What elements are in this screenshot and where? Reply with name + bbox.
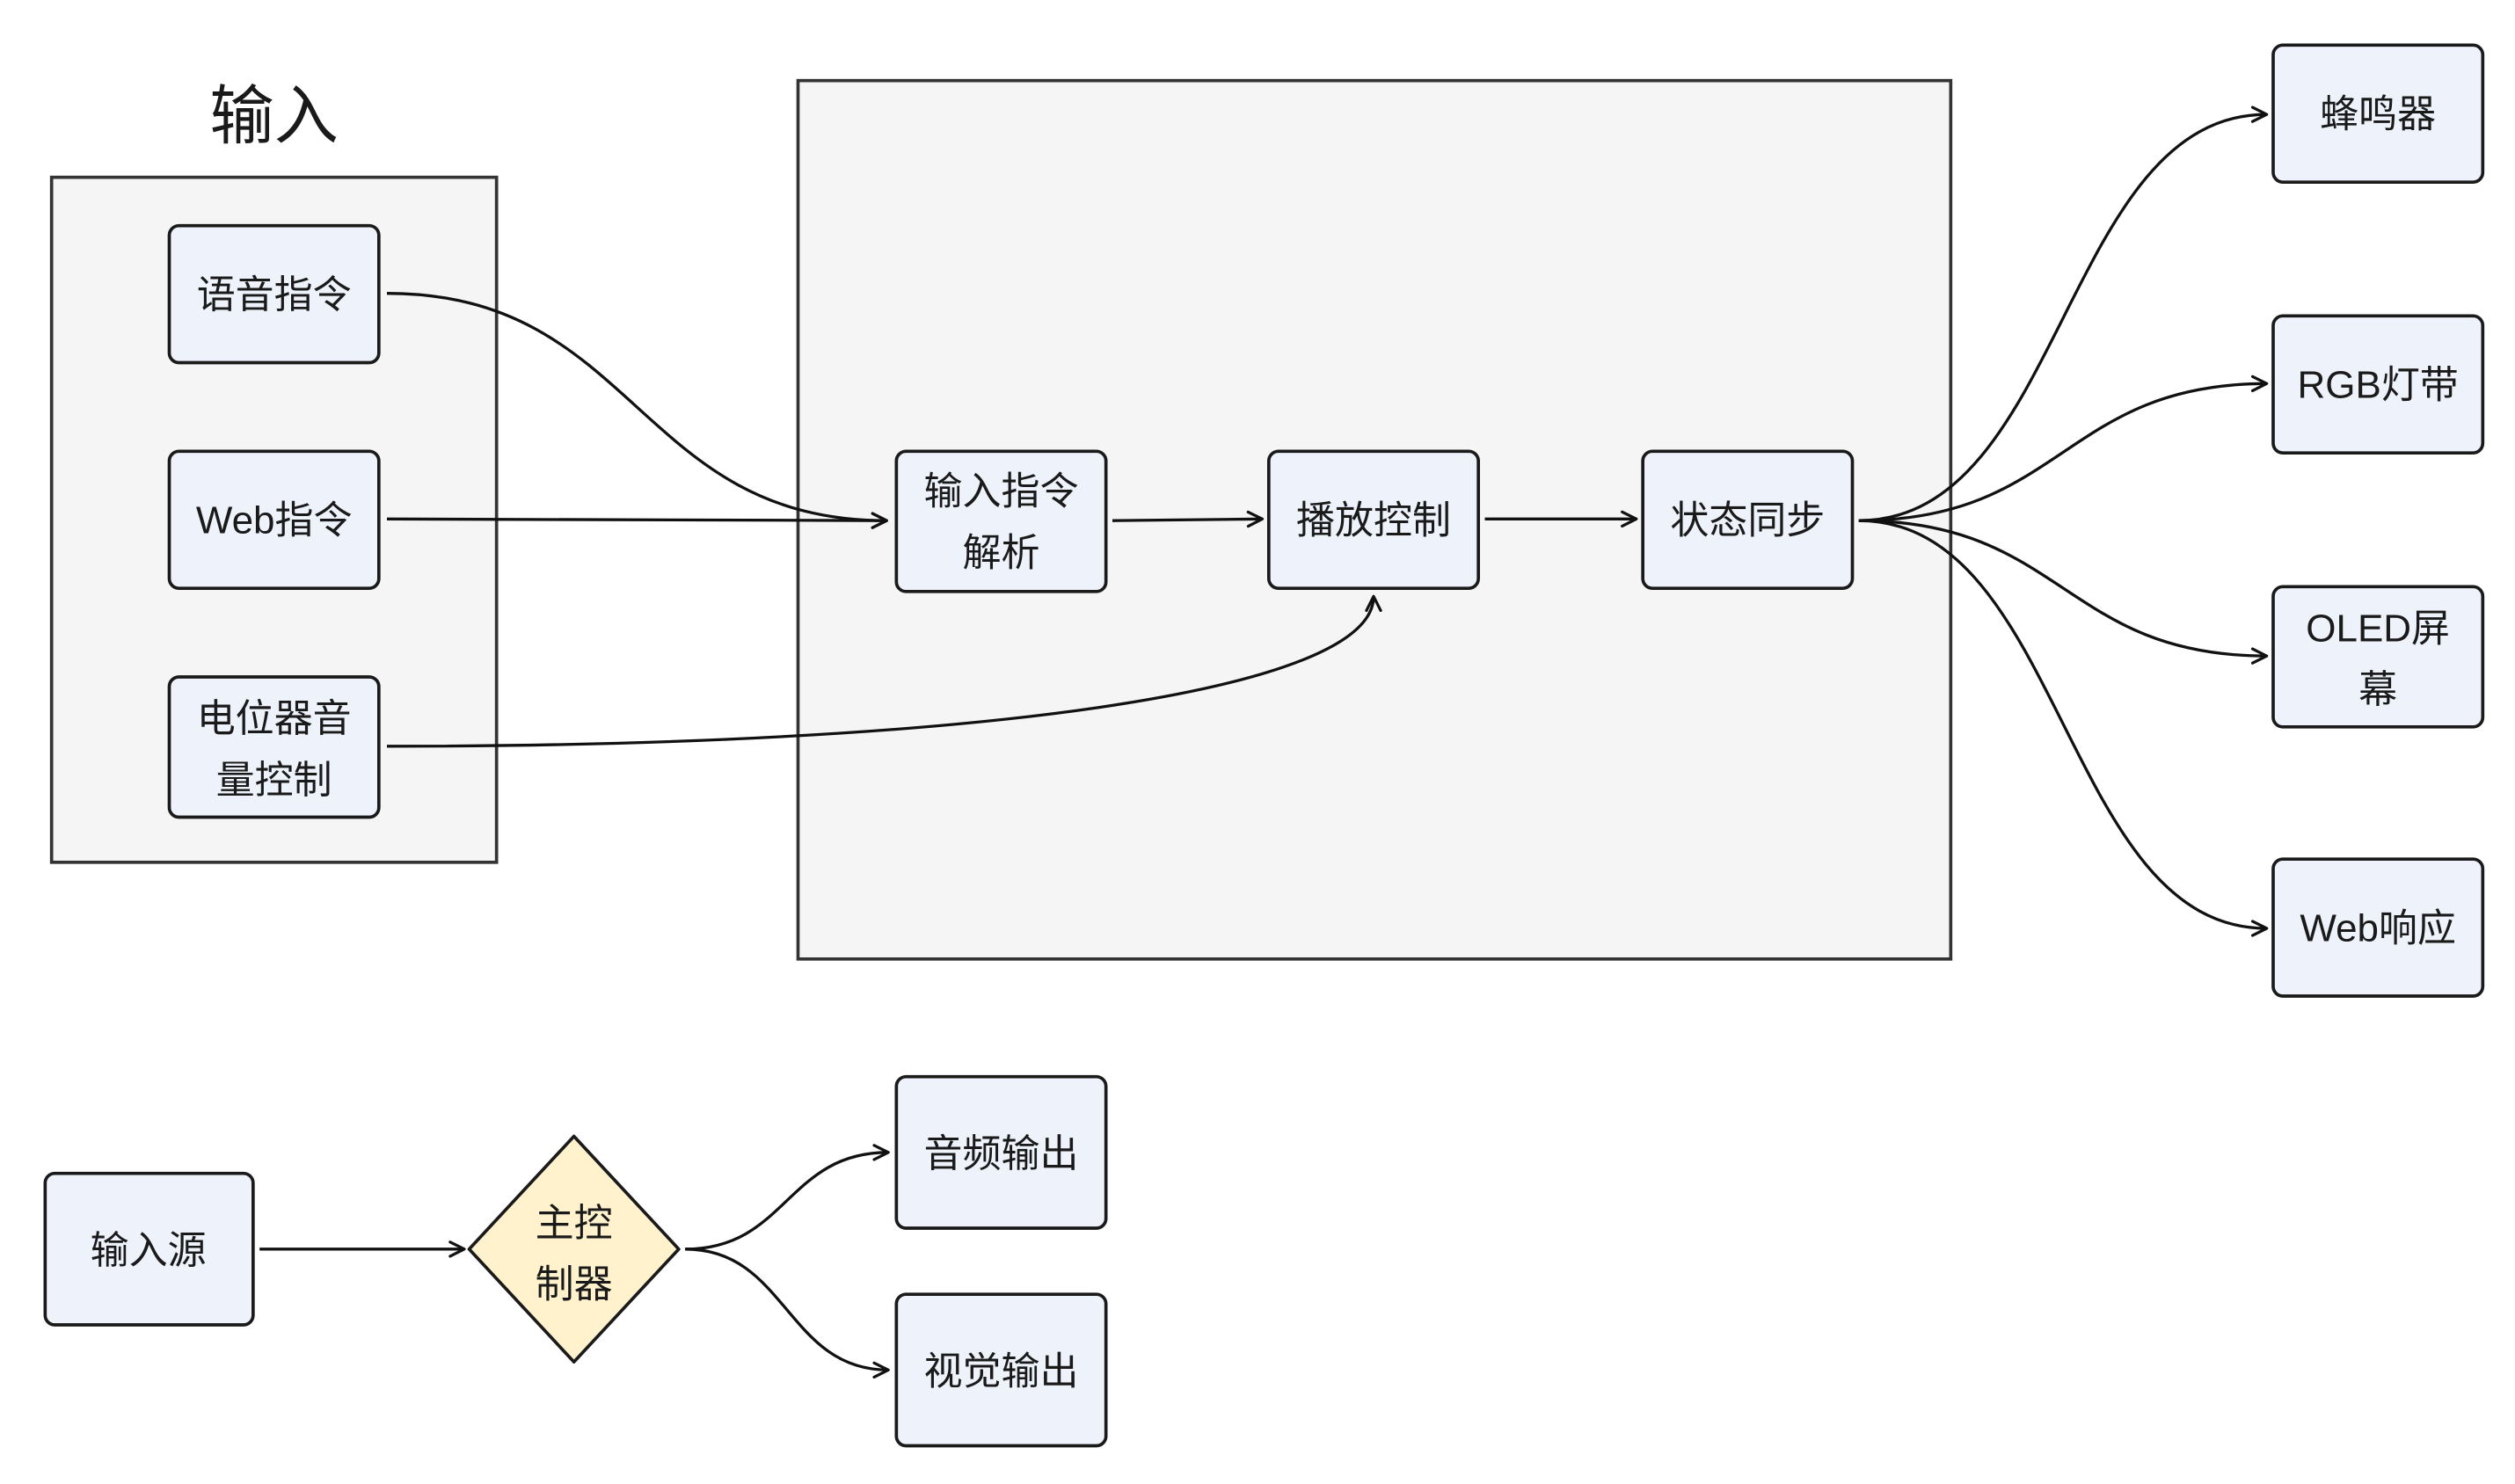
node-oled-screen: OLED屏 幕: [2271, 585, 2485, 729]
legend-main-controller-label-line2: 制器: [536, 1263, 613, 1306]
edge-web-to-parse: [386, 512, 888, 529]
edge-sync-to-buzzer: [1858, 105, 2269, 522]
node-input-parse-label-line1: 输入指令: [924, 470, 1079, 513]
legend-visual-output-box: [894, 1292, 1108, 1448]
legend-audio-output-label: 音频输出: [924, 1132, 1079, 1175]
legend-visual-output: 视觉输出: [894, 1292, 1108, 1448]
legend-audio-output-box: [894, 1074, 1108, 1230]
node-web-response: Web响应: [2271, 857, 2485, 998]
node-state-sync-label: 状态同步: [1670, 499, 1825, 542]
node-playback-control: 播放控制: [1266, 449, 1480, 590]
node-oled-screen-box: [2271, 585, 2485, 729]
node-state-sync: 状态同步: [1641, 449, 1855, 590]
node-potentiometer-volume-box: [167, 675, 381, 819]
node-state-sync-box: [1641, 449, 1855, 590]
node-rgb-strip: RGB灯带: [2271, 314, 2485, 455]
edge-sync-to-oled: [1858, 519, 2269, 665]
node-potentiometer-volume-label-line1: 电位器音: [197, 697, 352, 740]
node-web-response-box: [2271, 857, 2485, 998]
legend-input-source-box: [43, 1171, 255, 1327]
node-input-parse-box: [894, 449, 1108, 593]
legend-input-source-label: 输入源: [91, 1229, 207, 1272]
node-rgb-strip-label: RGB灯带: [2298, 364, 2459, 407]
edge-sync-to-web-response: [1858, 519, 2269, 937]
node-potentiometer-volume-label-line2: 量控制: [216, 759, 332, 802]
node-voice-command-box: [167, 223, 381, 365]
legend-main-controller: 主控 制器: [467, 1134, 681, 1364]
legend-audio-output: 音频输出: [894, 1074, 1108, 1230]
edge-controller-to-audio: [685, 1144, 890, 1251]
edge-voice-to-parse: [387, 292, 888, 529]
node-web-command-label: Web指令: [196, 499, 353, 542]
node-input-parse: 输入指令 解析: [894, 449, 1108, 593]
node-rgb-strip-box: [2271, 314, 2485, 455]
legend-main-controller-diamond: [467, 1134, 681, 1364]
edge-parse-to-playback: [1112, 510, 1265, 528]
legend-visual-output-label: 视觉输出: [924, 1350, 1079, 1393]
node-potentiometer-volume: 电位器音 量控制: [167, 675, 381, 819]
node-web-command: Web指令: [167, 449, 381, 590]
node-buzzer-box: [2271, 43, 2485, 184]
legend-input-source: 输入源: [43, 1171, 255, 1327]
input-group-title: 输入: [209, 80, 339, 152]
edge-controller-to-visual: [685, 1248, 890, 1379]
edge-sync-to-rgb: [1858, 375, 2269, 522]
edge-potentiometer-to-playback: [387, 594, 1382, 748]
node-playback-control-label: 播放控制: [1296, 499, 1451, 542]
node-voice-command: 语音指令: [167, 223, 381, 365]
node-oled-screen-label-line1: OLED屏: [2306, 607, 2450, 650]
node-web-response-label: Web响应: [2300, 906, 2456, 949]
node-playback-control-box: [1266, 449, 1480, 590]
node-oled-screen-label-line2: 幕: [2358, 668, 2397, 711]
node-buzzer: 蜂鸣器: [2271, 43, 2485, 184]
node-input-parse-label-line2: 解析: [963, 531, 1040, 574]
node-voice-command-label: 语音指令: [197, 273, 352, 316]
node-buzzer-label: 蜂鸣器: [2320, 93, 2436, 136]
node-web-command-box: [167, 449, 381, 590]
legend-main-controller-label-line1: 主控: [536, 1202, 613, 1245]
